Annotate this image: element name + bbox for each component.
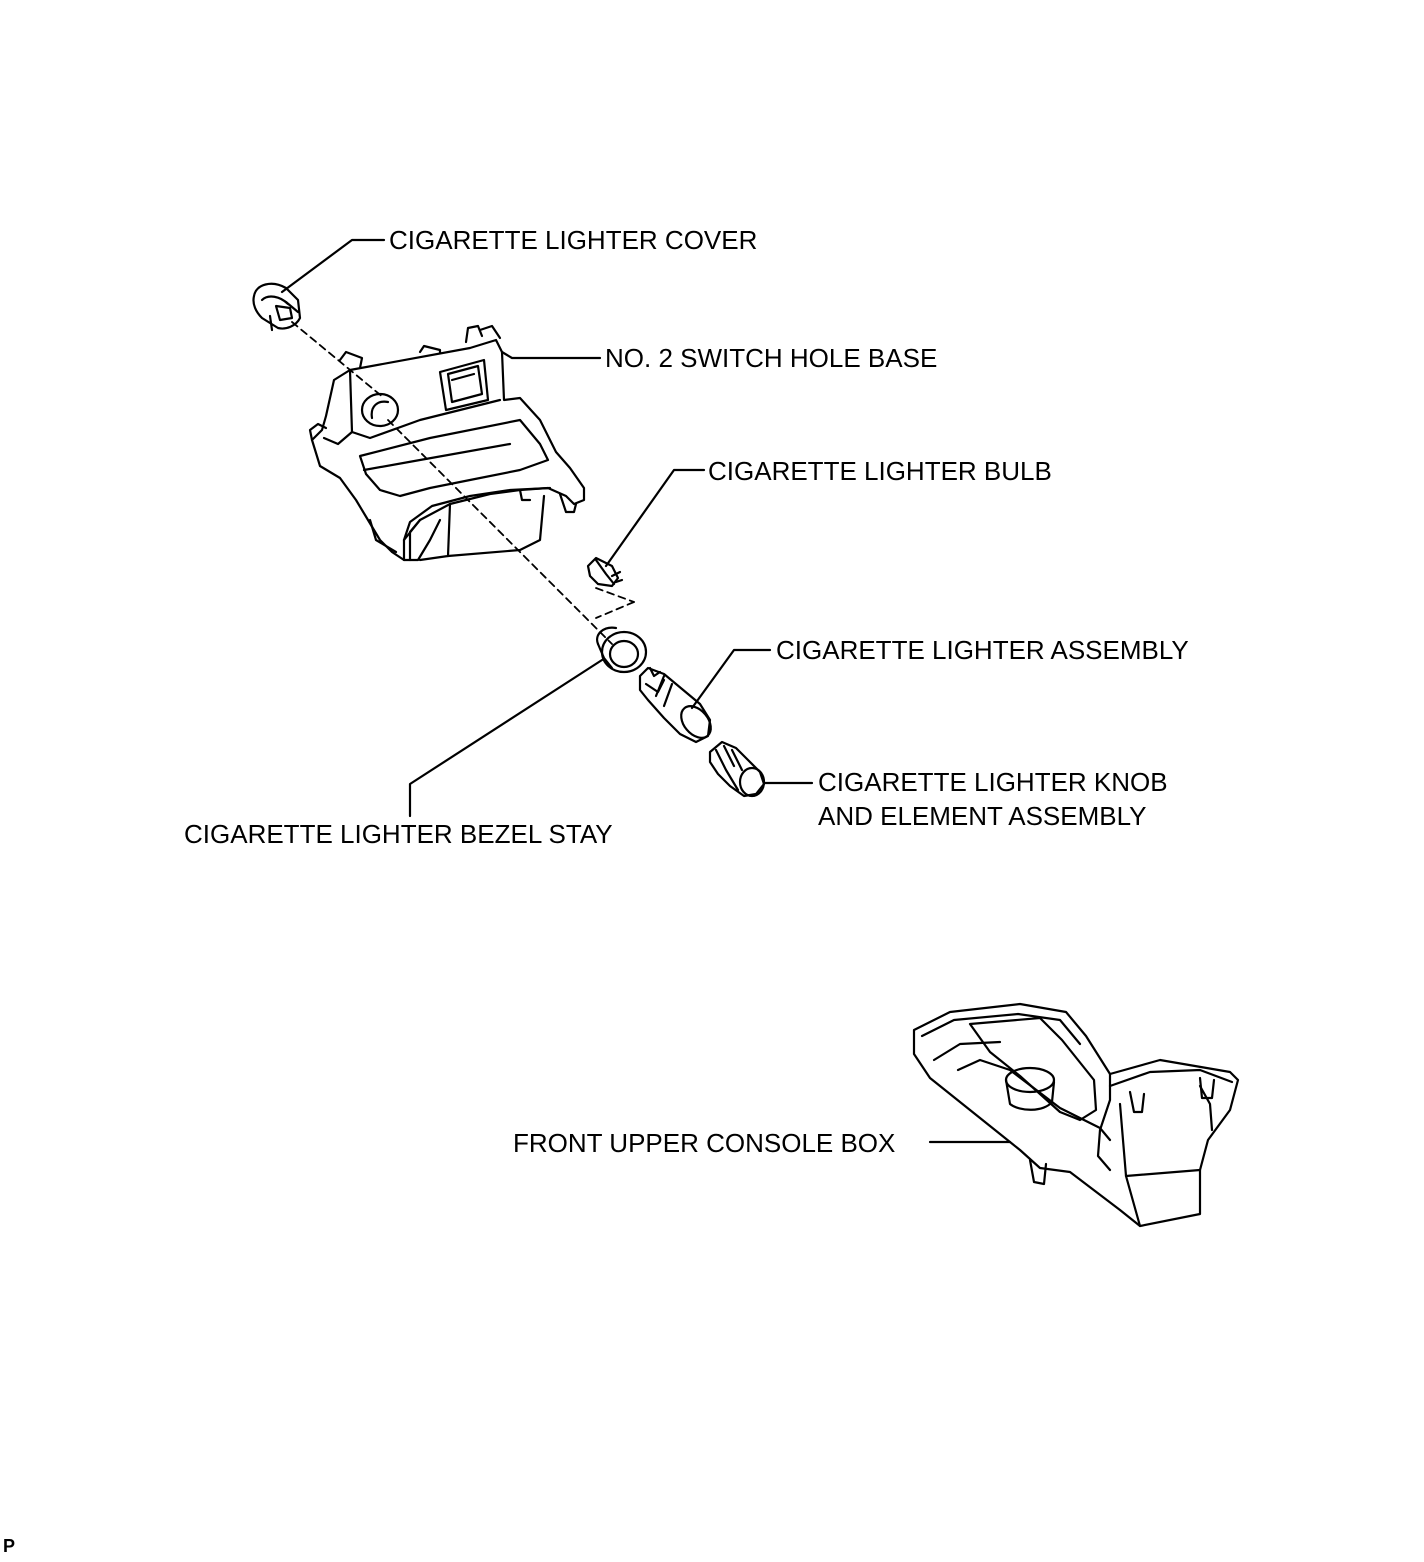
leader-line-switch-hole-base <box>500 350 602 360</box>
corner-mark: P <box>3 1536 16 1556</box>
label-front-upper-console-box: FRONT UPPER CONSOLE BOX <box>513 1128 896 1158</box>
switch-hole-base-part <box>310 326 584 560</box>
leader-line-bulb <box>604 468 706 568</box>
leader-line-assembly <box>690 648 772 710</box>
cigarette-lighter-bulb-part <box>588 558 622 586</box>
label-cigarette-lighter-assembly: CIGARETTE LIGHTER ASSEMBLY <box>776 635 1189 665</box>
assembly-dashed-lines <box>291 321 635 645</box>
front-upper-console-box-part <box>914 1004 1238 1226</box>
cigarette-lighter-cover-part <box>253 284 300 330</box>
label-cigarette-lighter-bezel-stay: CIGARETTE LIGHTER BEZEL STAY <box>184 819 613 849</box>
label-no2-switch-hole-base: NO. 2 SWITCH HOLE BASE <box>605 343 938 373</box>
bezel-stay-part <box>597 628 646 672</box>
cigarette-lighter-assembly-part <box>640 668 717 744</box>
leader-line-bezel-stay <box>408 658 604 818</box>
label-knob-line-1: CIGARETTE LIGHTER KNOB <box>818 767 1168 797</box>
label-cigarette-lighter-cover: CIGARETTE LIGHTER COVER <box>389 225 758 255</box>
knob-element-assembly-part <box>710 742 764 796</box>
label-knob-line-2: AND ELEMENT ASSEMBLY <box>818 801 1147 831</box>
label-cigarette-lighter-bulb: CIGARETTE LIGHTER BULB <box>708 456 1052 486</box>
leader-lines <box>280 238 1012 1144</box>
leader-line-cover <box>280 238 386 294</box>
